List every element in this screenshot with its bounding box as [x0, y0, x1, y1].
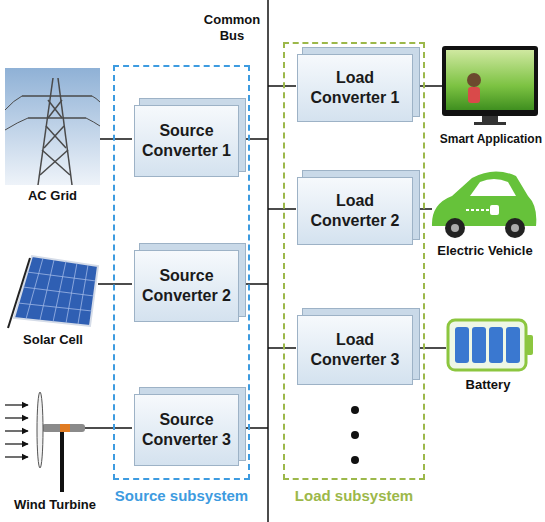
electric-vehicle-picture-part: [466, 209, 490, 211]
solar-cell-picture: [8, 256, 98, 328]
ellipsis-dots-part: [351, 406, 359, 414]
subsystem-title: Source subsystem: [105, 487, 258, 504]
ac-grid-picture-part: [22, 95, 92, 97]
ac-grid-picture-part: [44, 126, 64, 148]
wind-turbine-picture-part: [5, 443, 28, 444]
wind-turbine-picture-part: [5, 404, 28, 405]
ac-grid-picture-part: [5, 78, 100, 185]
wire-part: [235, 283, 268, 285]
load-converter-box: Load Converter 1: [297, 54, 413, 122]
converter-name: Source Converter 2: [139, 266, 234, 306]
smart-tv-picture-part: [482, 116, 498, 122]
wire-part: [410, 347, 446, 349]
electric-vehicle-picture-part: [432, 171, 536, 226]
subsystem-title: Load subsystem: [275, 487, 433, 504]
load-converter-box: Load Converter 2: [297, 177, 413, 245]
wind-turbine-picture-part: [42, 424, 85, 432]
wire-part: [85, 427, 132, 429]
load-label: Electric Vehicle: [428, 243, 542, 259]
wire-part: [98, 283, 132, 285]
ellipsis-dots: [351, 406, 359, 464]
wind-turbine-picture: [5, 392, 85, 492]
common-bus-line-part: [267, 0, 269, 522]
source-converter-box: Source Converter 2: [134, 250, 239, 322]
wind-turbine-picture-part: [37, 392, 43, 468]
smart-tv-picture-part: [467, 73, 481, 87]
converter-name: Load Converter 2: [302, 191, 408, 231]
load-label: Smart Application: [430, 132, 542, 146]
source-subsystem-box: Source subsystemSource Converter 1Source…: [113, 65, 250, 480]
converter-name: Load Converter 1: [302, 68, 408, 108]
battery-picture-part: [448, 320, 526, 370]
wire-part: [268, 347, 296, 349]
wind-turbine-picture-part: [5, 417, 28, 418]
battery-picture-part: [489, 327, 503, 363]
source-label: Wind Turbine: [0, 497, 110, 513]
load-converter-box: Load Converter 3: [297, 315, 413, 385]
smart-tv-picture-part: [468, 87, 480, 103]
wire-part: [268, 208, 296, 210]
solar-cell-picture-part: [18, 303, 92, 311]
wire-part: [410, 208, 432, 210]
ac-grid-picture-part: [92, 96, 100, 102]
common-bus-line: [268, 0, 269, 522]
source-converter-box: Source Converter 1: [134, 105, 239, 177]
wire-part: [100, 138, 132, 140]
converter-name: Load Converter 3: [302, 330, 408, 370]
solar-cell-picture-part: [27, 272, 96, 281]
ac-grid-picture-part: [58, 78, 72, 185]
solar-cell-picture-part: [23, 287, 94, 296]
electric-vehicle-picture-part: [451, 224, 459, 232]
smart-tv-picture-part: [442, 46, 538, 116]
wire-part: [410, 85, 442, 87]
load-label: Battery: [440, 377, 536, 393]
solar-cell-picture-part: [18, 258, 96, 324]
wind-turbine-picture-part: [60, 430, 64, 492]
source-converter-box: Source Converter 3: [134, 394, 239, 466]
battery-picture-part: [506, 327, 520, 363]
smart-tv-picture-part: [446, 50, 534, 110]
battery-picture-part: [455, 327, 469, 363]
wind-turbine-picture-part: [5, 456, 28, 457]
ac-grid-picture-part: [46, 126, 66, 148]
electric-vehicle-picture-part: [511, 224, 519, 232]
ac-grid-picture: [5, 68, 100, 185]
ellipsis-dots-part: [351, 431, 359, 439]
electric-vehicle-picture-part: [505, 218, 525, 238]
ac-grid-picture-part: [28, 117, 86, 119]
battery-picture: [448, 320, 533, 370]
wire-part: [235, 138, 268, 140]
wind-turbine-picture-part: [60, 424, 70, 432]
wire: [85, 86, 446, 428]
converter-name: Source Converter 1: [139, 121, 234, 161]
ac-grid-picture-part: [5, 118, 28, 130]
ac-grid-picture-part: [5, 96, 22, 110]
converter-name: Source Converter 3: [139, 410, 234, 450]
ac-grid-picture-part: [42, 150, 70, 175]
ac-grid-picture-part: [48, 100, 62, 118]
ellipsis-dots-part: [351, 456, 359, 464]
ac-grid-picture-part: [40, 150, 68, 175]
load-subsystem-box: Load subsystemLoad Converter 1Load Conve…: [283, 42, 425, 480]
electric-vehicle-picture-part: [490, 205, 499, 215]
electric-vehicle-picture: [432, 171, 536, 238]
bus-label: Common Bus: [201, 12, 263, 43]
ac-grid-picture-part: [48, 100, 62, 118]
smart-tv-picture: [442, 46, 538, 125]
wire-part: [268, 85, 296, 87]
wind-turbine-picture-part: [5, 430, 28, 431]
wire-part: [235, 427, 268, 429]
battery-picture-part: [472, 327, 486, 363]
electric-vehicle-picture-part: [470, 179, 516, 196]
smart-tv-picture-part: [474, 122, 506, 125]
solar-cell-picture-part: [8, 258, 30, 328]
battery-picture-part: [526, 335, 533, 355]
source-label: AC Grid: [5, 188, 100, 204]
electric-vehicle-picture-part: [445, 218, 465, 238]
ac-grid-picture-part: [5, 68, 100, 185]
ac-grid-picture-part: [86, 118, 100, 126]
source-label: Solar Cell: [3, 332, 103, 348]
